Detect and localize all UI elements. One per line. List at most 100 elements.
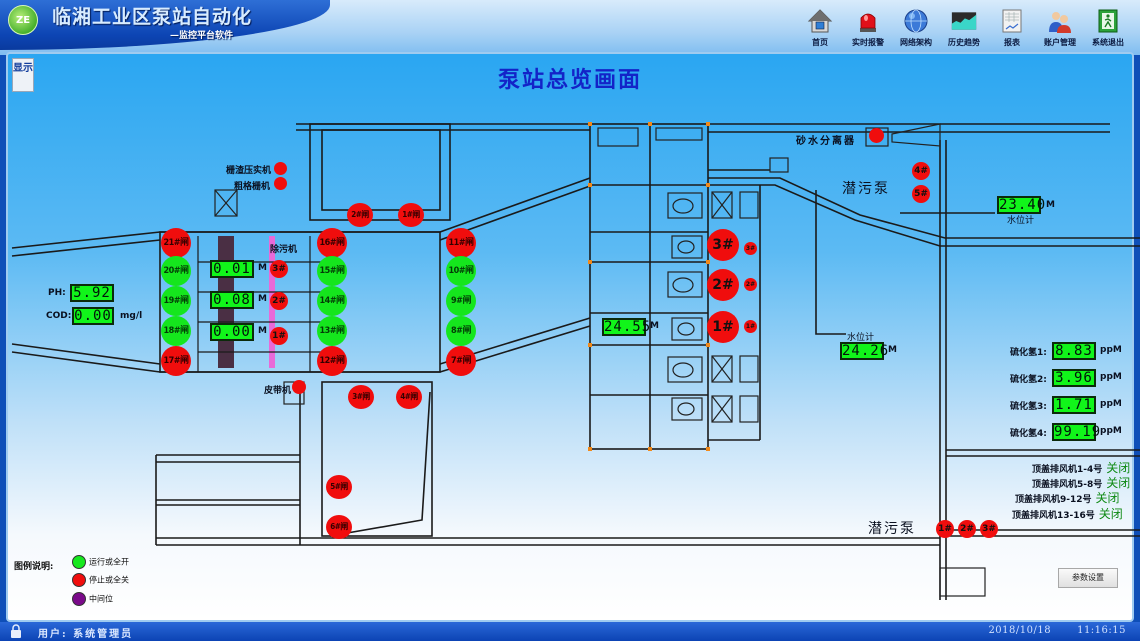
toolbar-trend-label: 历史趋势 (948, 37, 980, 47)
roof-fan-label: 顶盖排风机5-8号 (1032, 480, 1103, 490)
well-level-value: 24.55 (602, 318, 652, 336)
h2s-unit-4: ppM (1100, 426, 1122, 436)
parameter-settings-button[interactable]: 参数设置 (1058, 568, 1118, 588)
toolbar-home-button[interactable]: 首页 (796, 8, 844, 48)
gate-6[interactable]: 6#闸 (326, 515, 352, 539)
gate-5[interactable]: 5#闸 (326, 475, 352, 499)
app-subtitle: —监控平台软件 (170, 31, 234, 41)
right-gate-3[interactable]: 8#闸 (446, 316, 476, 346)
main-pump-3[interactable]: 3# (707, 229, 739, 261)
toolbar-accounts-button[interactable]: 账户管理 (1036, 8, 1084, 48)
roof-fan-label: 顶盖排风机1-4号 (1032, 465, 1103, 475)
h2s-value-4: 99.19 (1052, 423, 1102, 441)
right-gate-0[interactable]: 11#闸 (446, 228, 476, 258)
trend-chart-icon (951, 12, 977, 30)
roof-fan-row-3: 顶盖排风机9-12号关闭 (1015, 489, 1120, 506)
toolbar-exit-label: 系统退出 (1092, 37, 1124, 47)
sewage-machine-label: 除污机 (270, 245, 298, 255)
current-user: 用户: 系统管理员 (38, 629, 134, 640)
middle-gate-0[interactable]: 16#闸 (317, 228, 347, 258)
toolbar-network-button[interactable]: 网络架构 (892, 8, 940, 48)
report-sheet-icon (1002, 9, 1022, 33)
h2s-unit-1: ppM (1100, 345, 1122, 355)
h2s-unit-2: ppM (1100, 372, 1122, 382)
exit-door-icon (1098, 9, 1118, 33)
sub-pump-5[interactable]: 5# (912, 185, 930, 203)
water-level-mid-unit: M (888, 345, 897, 355)
main-pump-2-small[interactable]: 2# (744, 278, 757, 291)
toolbar-report-label: 报表 (1004, 37, 1020, 47)
roof-fan-state: 关闭 (1098, 507, 1123, 521)
toolbar-alarm-label: 实时报警 (852, 37, 884, 47)
screen-pump-1[interactable]: 1# (270, 327, 288, 345)
belt-conveyor-label: 皮带机 (264, 386, 292, 396)
lock-icon (11, 624, 21, 638)
main-pump-1[interactable]: 1# (707, 311, 739, 343)
gate-4[interactable]: 4#闸 (396, 385, 422, 409)
h2s-unit-3: ppM (1100, 399, 1122, 409)
compactor-label: 栅渣压实机 (226, 166, 272, 176)
gate-1[interactable]: 1#闸 (398, 203, 424, 227)
middle-gate-2[interactable]: 14#闸 (317, 286, 347, 316)
right-gate-2[interactable]: 9#闸 (446, 286, 476, 316)
middle-gate-3[interactable]: 13#闸 (317, 316, 347, 346)
coarse-screen-status[interactable] (274, 177, 287, 190)
sub-pump-bottom-1[interactable]: 1# (936, 520, 954, 538)
middle-gate-4[interactable]: 12#闸 (317, 346, 347, 376)
legend-item-stopped: 停止或全关 (72, 573, 129, 587)
left-gate-1[interactable]: 20#闸 (161, 256, 191, 286)
sub-pump-bottom-2[interactable]: 2# (958, 520, 976, 538)
cod-label: COD: (46, 311, 72, 321)
screen-pump-2[interactable]: 2# (270, 292, 288, 310)
well-level-unit: M (650, 321, 659, 331)
gate-3[interactable]: 3#闸 (348, 385, 374, 409)
water-level-mid-value: 24.26 (840, 342, 890, 360)
coarse-screen-label: 粗格栅机 (234, 182, 271, 192)
screen-level-1-unit: M (258, 326, 267, 336)
screen-level-2-value: 0.08 (210, 291, 254, 309)
submersible-pump-top-label: 潜污泵 (842, 181, 890, 197)
gate-2[interactable]: 2#闸 (347, 203, 373, 227)
roof-fan-state: 关闭 (1106, 476, 1131, 490)
legend-running-label: 运行或全开 (89, 557, 129, 567)
legend-swatch-green (72, 555, 86, 569)
home-icon (807, 9, 833, 33)
belt-conveyor-status[interactable] (292, 380, 306, 394)
status-time: 11:16:15 (1077, 625, 1126, 636)
h2s-value-1: 8.83 (1052, 342, 1096, 360)
toolbar-accounts-label: 账户管理 (1044, 37, 1076, 47)
submersible-pump-bottom-label: 潜污泵 (868, 521, 916, 537)
roof-fan-label: 顶盖排风机9-12号 (1015, 495, 1092, 505)
h2s-label-4: 硫化氢4: (1010, 429, 1047, 439)
main-pump-3-small[interactable]: 3# (744, 242, 757, 255)
left-gate-4[interactable]: 17#闸 (161, 346, 191, 376)
sand-separator-status[interactable] (869, 128, 884, 143)
left-gate-3[interactable]: 18#闸 (161, 316, 191, 346)
middle-gate-1[interactable]: 15#闸 (317, 256, 347, 286)
header-bar: ZE 临湘工业区泵站自动化 —监控平台软件 首页 实时报警 (0, 0, 1140, 55)
legend-item-middle: 中间位 (72, 592, 113, 606)
screen-pump-3[interactable]: 3# (270, 260, 288, 278)
toolbar-exit-button[interactable]: 系统退出 (1084, 8, 1132, 48)
page-title: 泵站总览画面 (497, 67, 642, 93)
show-toggle-button[interactable]: 显示 (12, 58, 34, 92)
left-gate-2[interactable]: 19#闸 (161, 286, 191, 316)
toolbar-home-label: 首页 (812, 37, 828, 47)
sub-pump-4[interactable]: 4# (912, 162, 930, 180)
sub-pump-bottom-3[interactable]: 3# (980, 520, 998, 538)
main-pump-1-small[interactable]: 1# (744, 320, 757, 333)
alarm-siren-icon (860, 13, 876, 32)
cod-value: 0.00 (72, 307, 114, 325)
right-gate-1[interactable]: 10#闸 (446, 256, 476, 286)
toolbar-alarm-button[interactable]: 实时报警 (844, 8, 892, 48)
main-pump-2[interactable]: 2# (707, 269, 739, 301)
right-gate-4[interactable]: 7#闸 (446, 346, 476, 376)
compactor-status[interactable] (274, 162, 287, 175)
legend-swatch-purple (72, 592, 86, 606)
toolbar-report-button[interactable]: 报表 (988, 8, 1036, 48)
toolbar-trend-button[interactable]: 历史趋势 (940, 8, 988, 48)
roof-fan-state: 关闭 (1106, 461, 1131, 475)
screen-level-3-value: 0.01 (210, 260, 254, 278)
water-level-right-label: 水位计 (1007, 216, 1035, 226)
left-gate-0[interactable]: 21#闸 (161, 228, 191, 258)
